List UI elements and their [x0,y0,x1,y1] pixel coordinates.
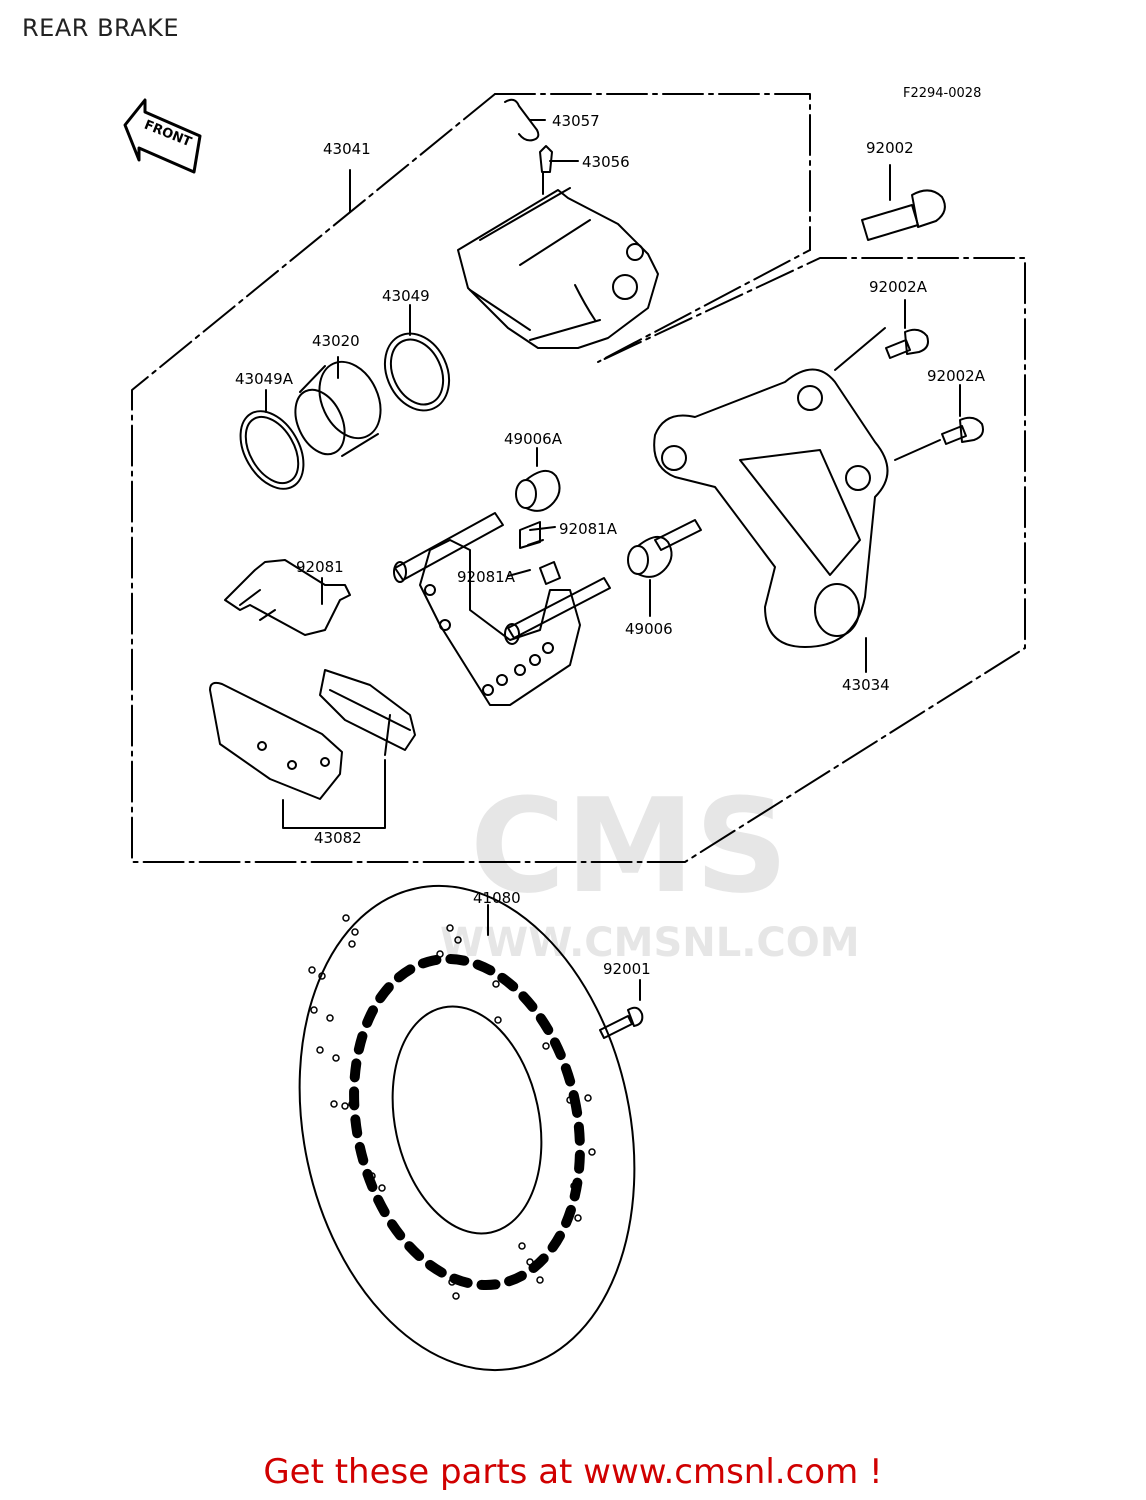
label-49006A: 49006A [504,430,562,448]
front-arrow: FRONT [123,98,202,174]
pad-spring [224,559,351,636]
label-92002: 92002 [866,139,914,157]
bleed-cap [504,98,540,142]
label-43034: 43034 [842,676,890,694]
bushing-49006A [515,469,561,512]
bushing-49006 [627,519,702,578]
label-92002A-top: 92002A [869,278,927,296]
label-43020: 43020 [312,332,360,350]
brake-pads [209,669,416,800]
label-92001: 92001 [603,960,651,978]
piston [294,360,382,457]
label-92002A-right: 92002A [927,367,985,385]
watermark-logo: CMS [470,770,789,922]
label-43082: 43082 [314,829,362,847]
bolt-92002A-top [885,328,929,359]
watermark-url: WWW.CMSNL.COM [440,920,860,966]
bolt-92002A-right [941,416,984,445]
page-title: REAR BRAKE [22,14,180,42]
disc-holes [308,914,596,1300]
brake-disc [298,884,636,1372]
drawing-code: F2294-0028 [903,86,982,101]
label-43057: 43057 [552,112,600,130]
label-43049: 43049 [382,287,430,305]
footer-link[interactable]: Get these parts at www.cmsnl.com ! [263,1452,883,1492]
piston-seal [383,332,451,412]
label-43056: 43056 [582,153,630,171]
label-41080: 41080 [473,889,521,907]
spring-92081A-left [539,561,561,585]
label-92081A-top: 92081A [559,520,617,538]
caliper-holder [393,512,611,706]
dust-seal [239,410,305,490]
caliper-bracket [653,368,889,648]
label-43049A: 43049A [235,370,293,388]
label-49006: 49006 [625,620,673,638]
spring-92081A-top [519,521,544,549]
caliper-body [457,187,659,349]
label-92081: 92081 [296,558,344,576]
bolt-92002 [861,189,946,241]
disc-bolt [599,1006,644,1039]
assembly-outline [494,93,811,251]
bleed-valve [539,145,553,195]
label-43041: 43041 [323,140,371,158]
label-92081A-left: 92081A [457,568,515,586]
